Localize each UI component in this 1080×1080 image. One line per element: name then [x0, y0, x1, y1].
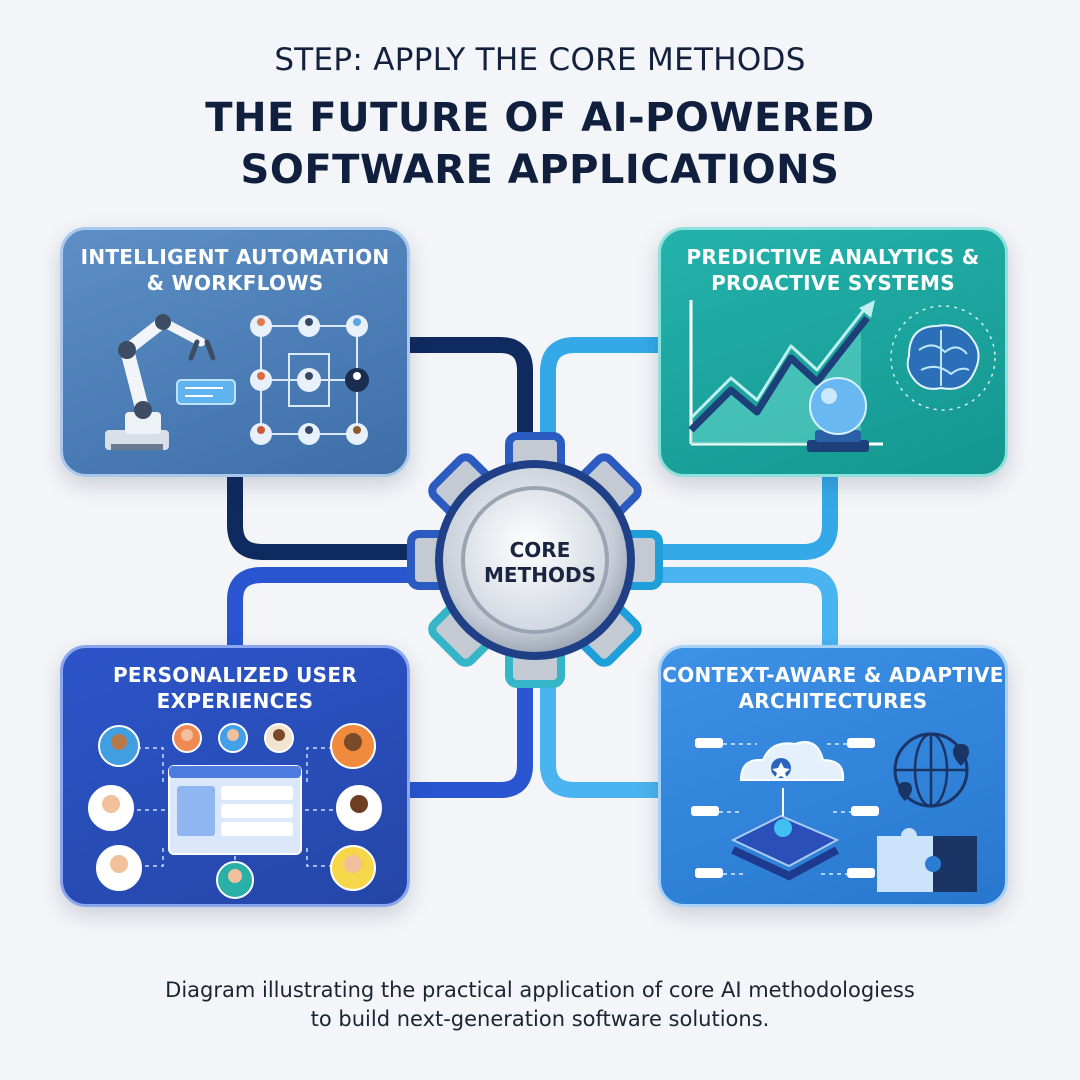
panel-title-line-2: ARCHITECTURES	[738, 689, 928, 713]
analytics-illustration	[688, 300, 996, 452]
connector-top-left-lower	[227, 477, 420, 560]
personalization-illustration	[88, 723, 382, 899]
dashed-links	[121, 747, 349, 876]
puzzle-icon	[877, 828, 977, 892]
caption: Diagram illustrating the practical appli…	[0, 976, 1080, 1034]
chip-labels	[691, 738, 879, 878]
gear-label: CORE METHODS	[445, 538, 635, 588]
panel-title-line-2: EXPERIENCES	[156, 689, 314, 713]
panel-predictive-analytics: PREDICTIVE ANALYTICS & PROACTIVE SYSTEMS	[658, 227, 1008, 477]
dashed-links	[719, 743, 851, 875]
connector-top-right	[540, 337, 658, 460]
connector-bottom-left-lower	[410, 675, 533, 798]
gear-label-line-1: CORE	[509, 538, 571, 562]
automation-illustration	[105, 314, 369, 450]
panel-title-line-1: PREDICTIVE ANALYTICS &	[686, 245, 980, 269]
gear-icon	[407, 432, 663, 688]
caption-line-2: to build next-generation software soluti…	[310, 1007, 770, 1031]
connector-bottom-left	[227, 567, 420, 645]
globe-icon	[893, 732, 969, 808]
panel-title: CONTEXT-AWARE & ADAPTIVE ARCHITECTURES	[661, 662, 1005, 714]
panel-intelligent-automation: INTELLIGENT AUTOMATION & WORKFLOWS	[60, 227, 410, 477]
robot-arm-icon	[105, 314, 236, 450]
title-line-2: SOFTWARE APPLICATIONS	[240, 147, 840, 193]
architecture-illustration	[691, 732, 977, 892]
panel-title-line-2: & WORKFLOWS	[146, 271, 324, 295]
panel-personalized-experiences: PERSONALIZED USER EXPERIENCES	[60, 645, 410, 907]
panel-title: PERSONALIZED USER EXPERIENCES	[63, 662, 407, 714]
panel-title-line-2: PROACTIVE SYSTEMS	[711, 271, 955, 295]
crystal-ball-icon	[807, 377, 869, 452]
connector-bottom-right-lower	[540, 675, 658, 798]
page-title: THE FUTURE OF AI-POWERED SOFTWARE APPLIC…	[0, 92, 1080, 196]
panel-title-line-1: INTELLIGENT AUTOMATION	[80, 245, 390, 269]
brain-icon	[890, 305, 996, 411]
title-line-1: THE FUTURE OF AI-POWERED	[205, 95, 875, 141]
connector-top-left	[410, 337, 533, 460]
panel-title: INTELLIGENT AUTOMATION & WORKFLOWS	[63, 244, 407, 296]
workflow-nodes	[250, 315, 369, 445]
user-avatar-icon	[88, 723, 382, 899]
panel-title-line-1: PERSONALIZED USER	[112, 663, 358, 687]
step-heading: STEP: APPLY THE CORE METHODS	[274, 42, 806, 78]
gear-label-line-2: METHODS	[484, 563, 596, 587]
cloud-icon	[730, 741, 845, 881]
panel-title: PREDICTIVE ANALYTICS & PROACTIVE SYSTEMS	[661, 244, 1005, 296]
panel-context-aware: CONTEXT-AWARE & ADAPTIVE ARCHITECTURES	[658, 645, 1008, 907]
caption-line-1: Diagram illustrating the practical appli…	[165, 978, 915, 1002]
connector-top-right-lower	[650, 477, 838, 560]
panel-title-line-1: CONTEXT-AWARE & ADAPTIVE	[662, 663, 1004, 687]
connector-bottom-right	[650, 567, 838, 645]
dashboard-icon	[168, 765, 302, 855]
